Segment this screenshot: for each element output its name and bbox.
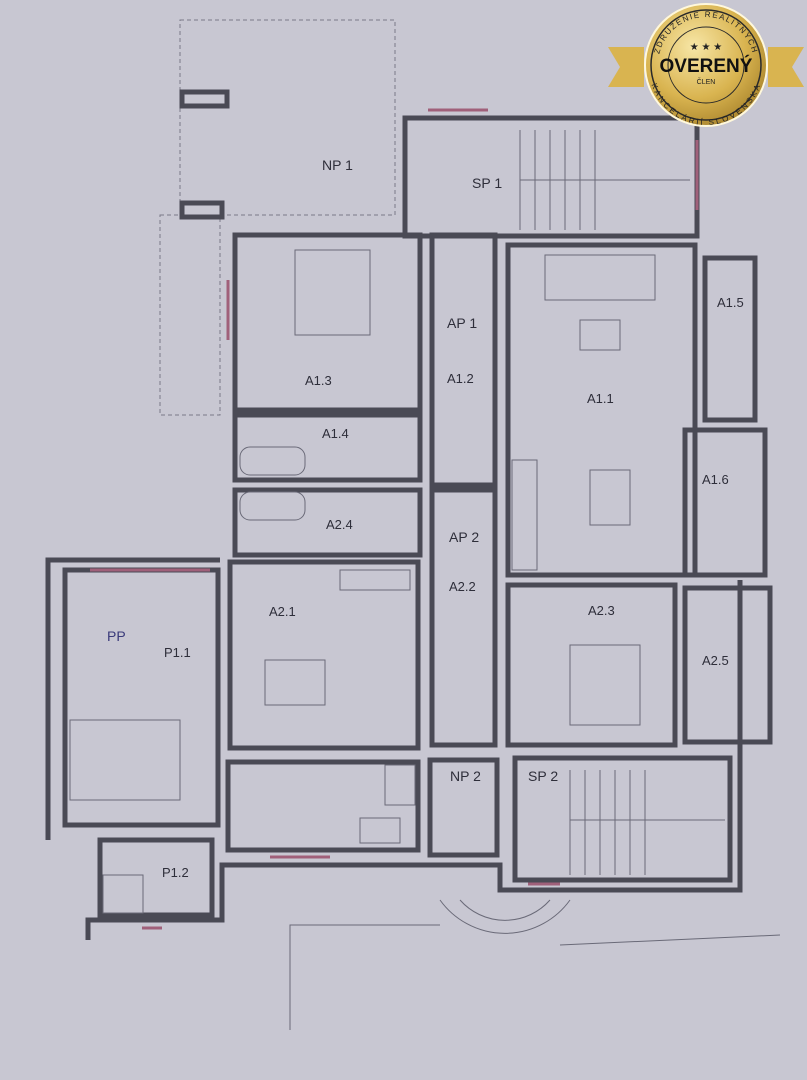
furniture [69,249,656,914]
verified-member-badge: ZDRUŽENIE REALITNÝCH KANCELÁRIÍ SLOVENSK… [608,3,804,127]
room-label-a14: A1.4 [322,426,349,441]
room-label-a16: A1.6 [702,472,729,487]
windows [90,108,699,930]
walls [45,89,773,940]
room-label-sp2: SP 2 [528,768,558,784]
room-label-p12: P1.2 [162,865,189,880]
room-label-a12: A1.2 [447,371,474,386]
badge-main-text: OVERENÝ [660,55,753,77]
room-label-pp: PP [107,628,126,644]
room-labels: NP 1 SP 1 AP 1 A1.3 A1.2 A1.1 A1.5 A1.4 … [107,157,744,880]
room-label-np2: NP 2 [450,768,481,784]
room-label-a25: A2.5 [702,653,729,668]
stairs [289,130,781,1030]
badge-sub-text: ČLEN [697,77,716,86]
room-label-sp1: SP 1 [472,175,502,191]
room-label-ap2: AP 2 [449,529,479,545]
room-label-np1: NP 1 [322,157,353,173]
room-label-p11: P1.1 [164,645,191,660]
terrace-outline [179,19,396,216]
room-label-a13: A1.3 [305,373,332,388]
room-label-a15: A1.5 [717,295,744,310]
terrace-outline [159,214,221,416]
room-label-ap1: AP 1 [447,315,477,331]
ribbon-left [608,47,644,87]
ribbon-right [768,47,804,87]
room-label-a21: A2.1 [269,604,296,619]
room-label-a23: A2.3 [588,603,615,618]
room-label-a22: A2.2 [449,579,476,594]
room-label-a24: A2.4 [326,517,353,532]
room-label-a11: A1.1 [587,391,614,406]
badge-stars: ★ ★ ★ [690,42,722,53]
